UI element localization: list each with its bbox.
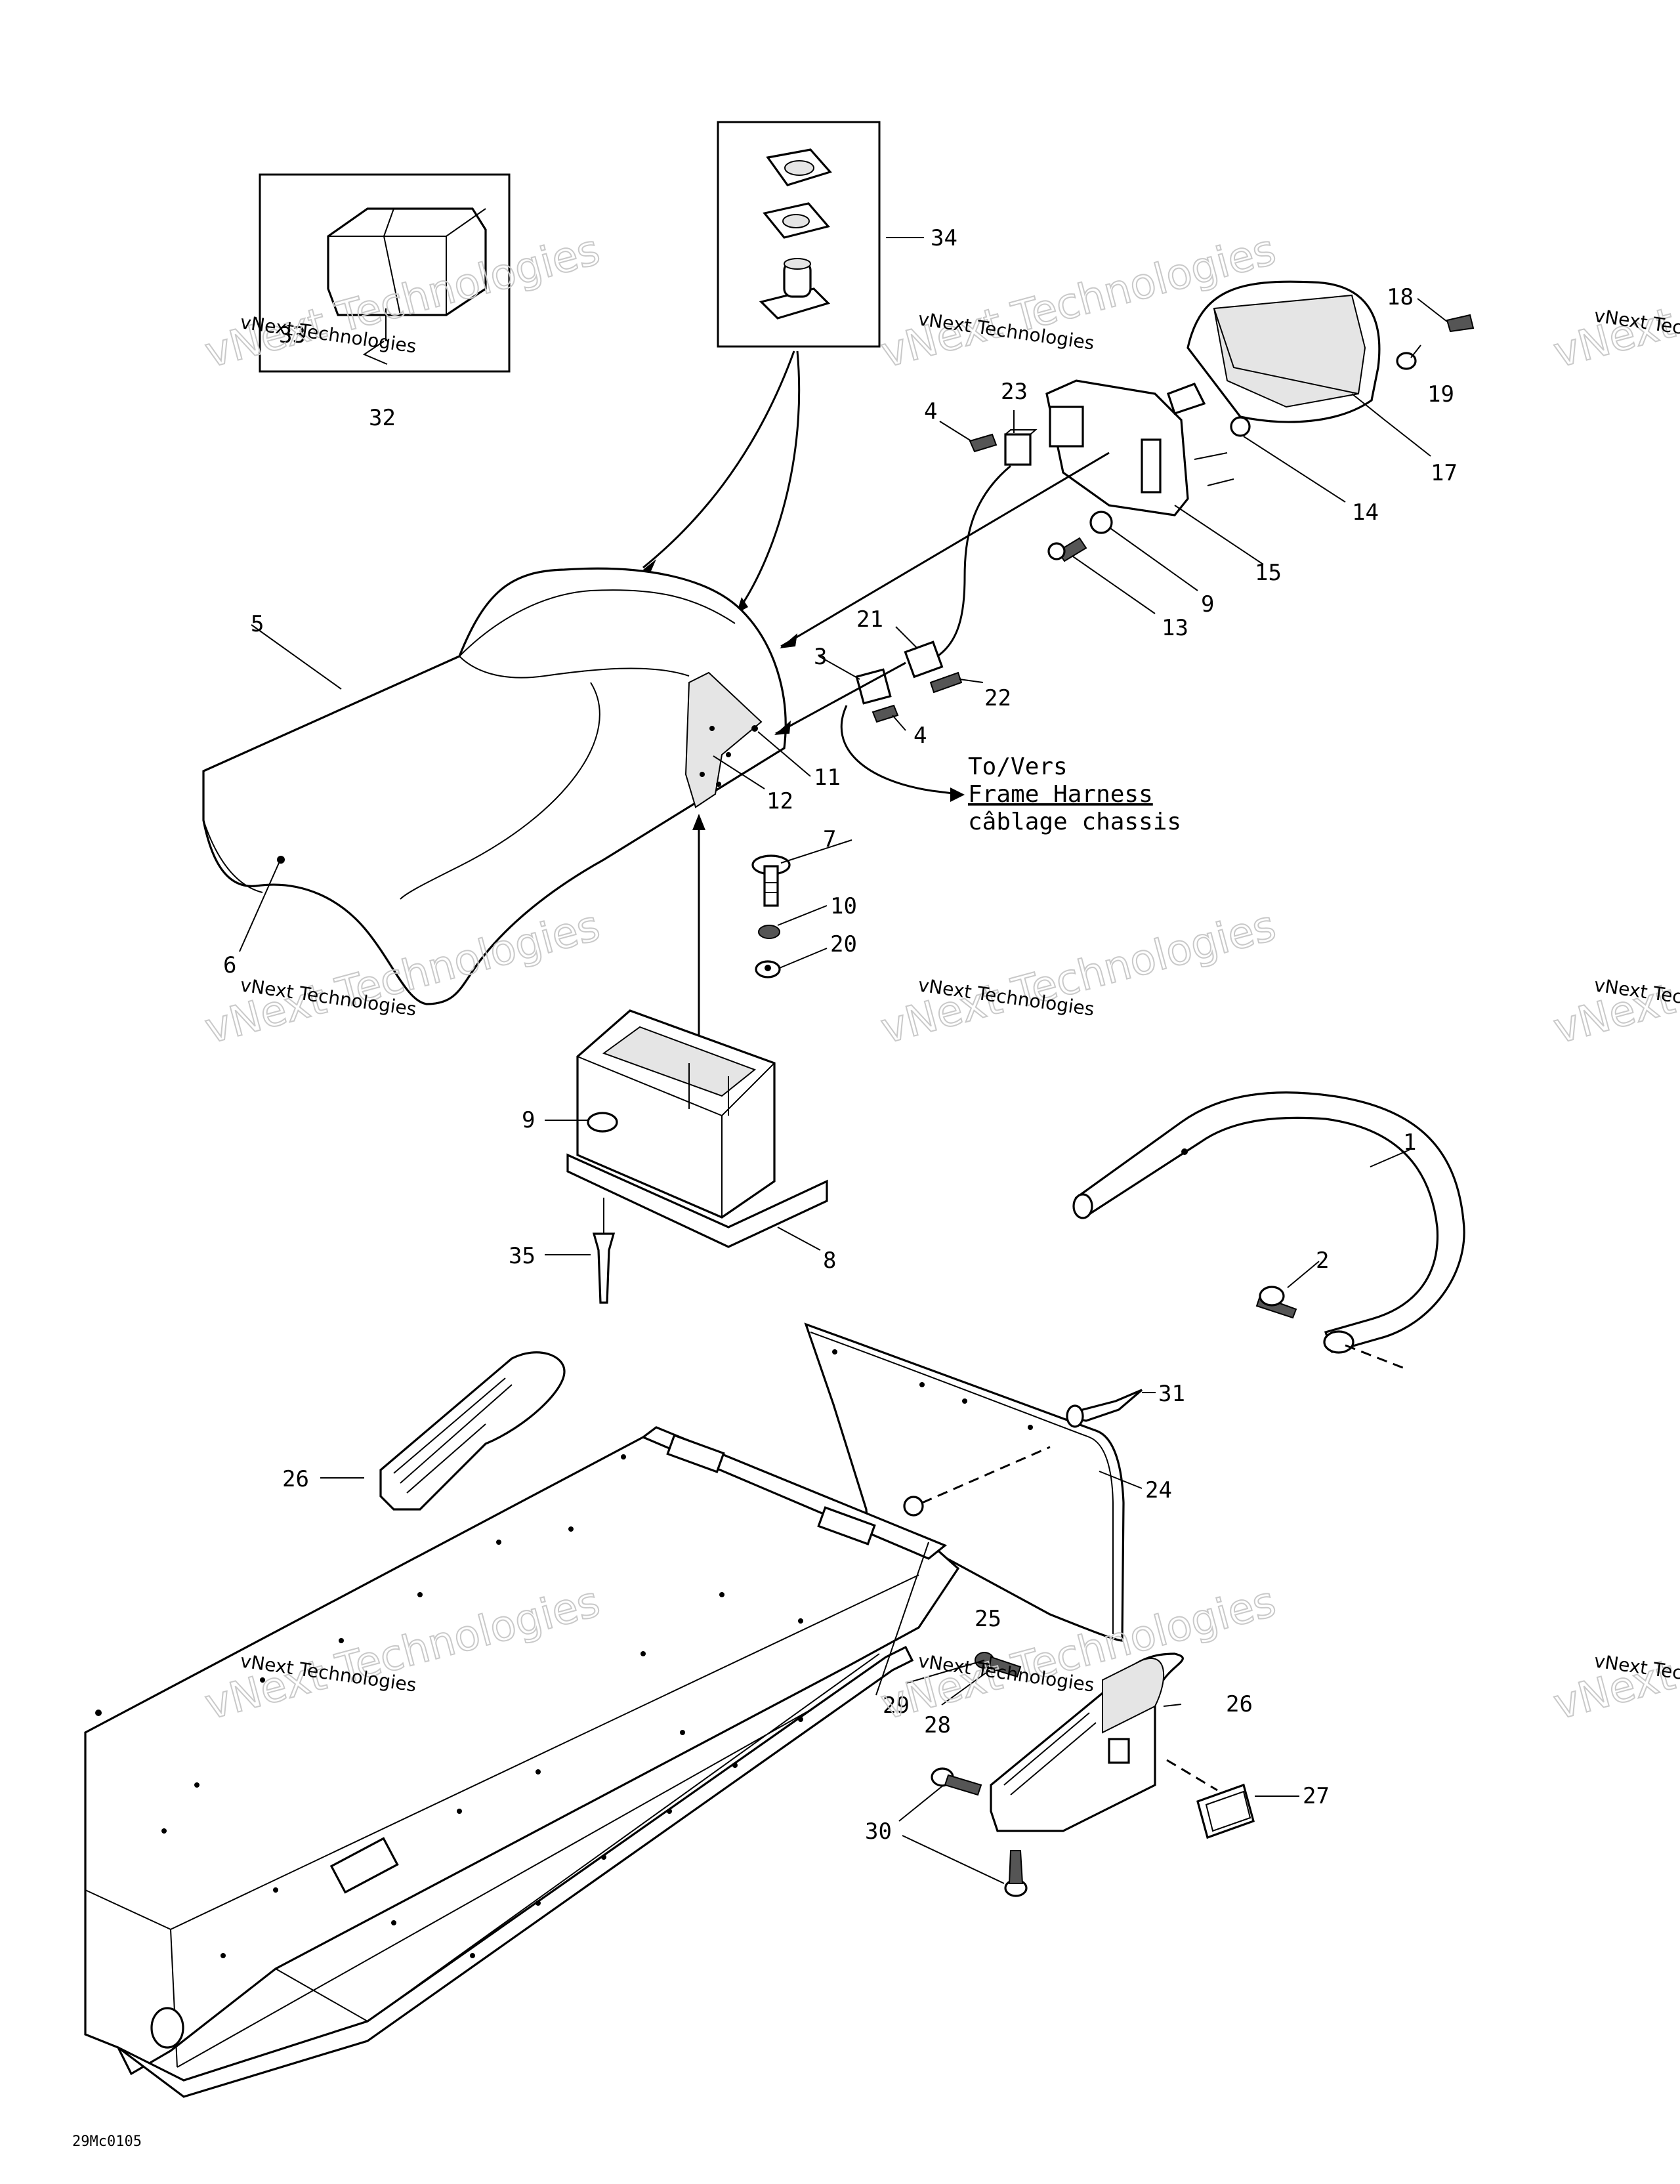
label-10: 10 [830,893,857,919]
arrow-light-to-seat [780,452,1110,648]
label-30: 30 [865,1818,892,1845]
harness-note-line2: Frame Harness [968,781,1153,808]
storage-box-8 [566,1009,828,1248]
grab-handle-1 [1072,1091,1465,1370]
label-25: 25 [975,1606,1001,1632]
tail-light-assembly [855,280,1475,723]
label-31: 31 [1158,1381,1185,1407]
label-2: 2 [1316,1248,1329,1274]
label-11: 11 [814,765,841,791]
washer-25 [903,1496,924,1517]
label-6: 6 [223,952,236,978]
screws-30 [931,1767,1028,1897]
label-1: 1 [1403,1129,1416,1156]
label-27: 27 [1303,1783,1330,1809]
label-34: 34 [931,225,957,251]
label-14: 14 [1352,499,1379,526]
watermark-large-3: vNext Technologies [1549,226,1680,378]
label-12: 12 [766,788,793,814]
arrow-34-b [737,350,801,611]
bolts-28-29 [975,1652,1022,1678]
bolt-2 [1255,1286,1297,1319]
label-9a: 9 [522,1107,535,1133]
tunnel-frame [84,1426,960,2098]
label-4a: 4 [924,398,937,425]
label-23: 23 [1001,379,1028,405]
rivet-31 [1066,1389,1143,1428]
label-4b: 4 [914,723,927,749]
leader-lines [239,237,1448,1884]
label-19: 19 [1427,381,1454,408]
arrow-34-a [642,350,795,569]
label-21: 21 [856,606,883,633]
label-22: 22 [984,685,1011,711]
label-13: 13 [1162,615,1188,641]
inset-box-34 [717,121,881,348]
harness-note-line1: To/Vers [968,753,1068,780]
side-cover-26-left [379,1351,566,1511]
label-8: 8 [823,1248,836,1274]
label-9b: 9 [1201,591,1214,618]
label-28: 28 [924,1712,951,1738]
label-18: 18 [1387,284,1414,310]
hardware-7-10-20 [751,854,791,978]
label-15: 15 [1255,560,1282,586]
arrow-to-frame-harness [840,705,959,795]
label-32: 32 [369,405,396,431]
label-29: 29 [883,1692,910,1719]
harness-note: To/Vers Frame Harness câblage chassis [968,753,1181,835]
label-5: 5 [251,611,264,637]
label-26a: 26 [282,1466,309,1492]
part-labels: 1 2 3 4 4 5 6 7 8 9 9 10 11 12 13 14 15 … [223,225,1458,1845]
harness-note-line3: câblage chassis [968,808,1181,835]
grommet-27 [1166,1759,1255,1839]
arrow-harness [775,662,906,735]
label-24: 24 [1145,1477,1172,1503]
label-3: 3 [814,644,827,670]
label-20: 20 [830,931,857,957]
label-7: 7 [823,826,836,852]
drawing-code: 29Mc0105 [72,2133,142,2150]
inset-box-32 [259,173,511,373]
rivet-35 [592,1232,616,1304]
label-26b: 26 [1226,1691,1253,1717]
seat-5 [202,567,787,1005]
label-33: 33 [279,322,306,348]
label-35: 35 [509,1243,536,1269]
side-cover-26-right [990,1652,1184,1832]
label-17: 17 [1431,460,1458,486]
